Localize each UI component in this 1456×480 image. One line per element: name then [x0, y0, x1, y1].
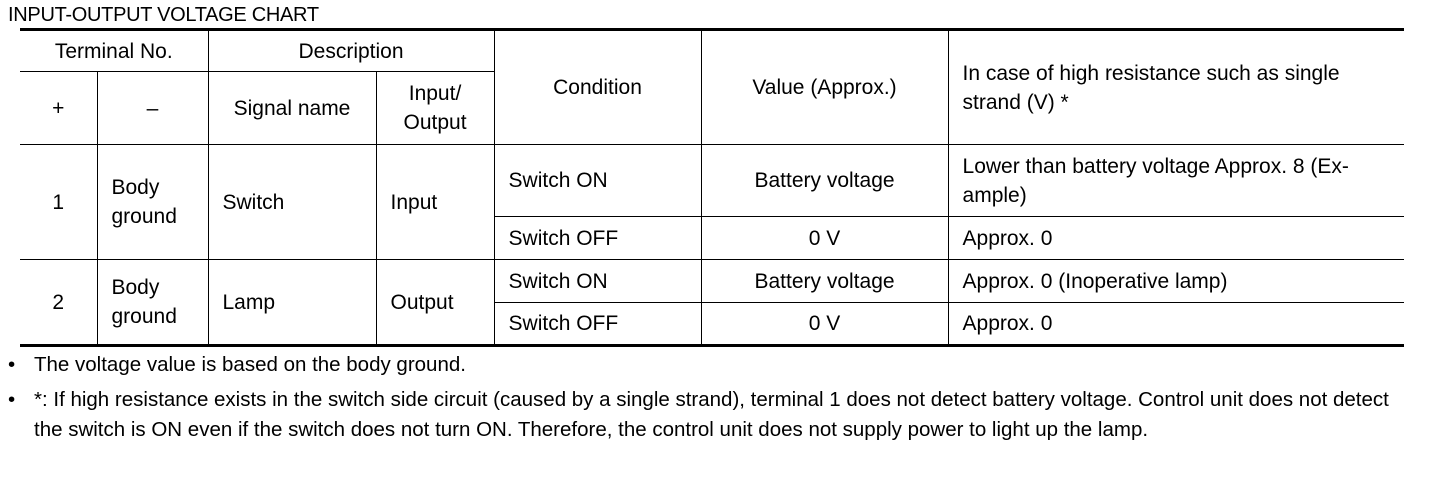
header-high-resistance: In case of high resistance such as singl… — [947, 29, 1405, 145]
value-cell: 0 V — [700, 302, 949, 346]
terminal-minus-cell: Body ground — [96, 144, 209, 260]
header-description: Description — [207, 29, 495, 72]
condition-cell: Switch ON — [493, 259, 702, 303]
input-output-cell: Input — [375, 144, 495, 260]
table-row: 2 Body ground Lamp Output Switch ON Batt… — [20, 259, 1405, 346]
notes-list: • The voltage value is based on the body… — [8, 350, 1420, 450]
signal-name-cell: Switch — [207, 144, 377, 260]
header-plus: + — [20, 71, 98, 145]
high-resistance-cell: Approx. 0 — [947, 216, 1405, 260]
header-input-output: Input/ Output — [375, 71, 495, 145]
header-minus: – — [96, 71, 209, 145]
note-item: • *: If high resistance exists in the sw… — [8, 385, 1420, 446]
terminal-plus-cell: 2 — [20, 259, 98, 346]
note-item: • The voltage value is based on the body… — [8, 350, 1420, 381]
high-resistance-cell: Lower than battery voltage Approx. 8 (Ex… — [947, 144, 1405, 217]
signal-name-cell: Lamp — [207, 259, 377, 346]
high-resistance-cell: Approx. 0 — [947, 302, 1405, 346]
note-text: The voltage value is based on the body g… — [34, 353, 466, 376]
table-row: 1 Body ground Switch Input Switch ON Bat… — [20, 144, 1405, 260]
high-resistance-cell: Approx. 0 (Inoperative lamp) — [947, 259, 1405, 303]
condition-cell: Switch ON — [493, 144, 702, 217]
condition-cell: Switch OFF — [494, 302, 702, 346]
note-text: *: If high resistance exists in the swit… — [34, 387, 1389, 442]
condition-cell: Switch OFF — [494, 216, 702, 260]
header-condition: Condition — [493, 29, 702, 145]
bullet-icon: • — [8, 353, 16, 376]
input-output-cell: Output — [375, 259, 495, 346]
header-value: Value (Approx.) — [700, 29, 949, 145]
terminal-plus-cell: 1 — [20, 144, 98, 260]
bullet-icon: • — [8, 387, 16, 411]
header-signal-name: Signal name — [207, 71, 377, 145]
voltage-chart-table: Terminal No. Description Condition Value… — [20, 28, 1405, 347]
value-cell: 0 V — [700, 216, 949, 260]
terminal-minus-cell: Body ground — [96, 259, 209, 346]
value-cell: Battery voltage — [700, 259, 949, 303]
value-cell: Battery voltage — [700, 144, 949, 217]
header-row-1: Terminal No. Description Condition Value… — [20, 29, 1405, 145]
header-terminal-no: Terminal No. — [20, 29, 209, 72]
chart-title: INPUT-OUTPUT VOLTAGE CHART — [8, 4, 319, 26]
table-row: Switch OFF 0 V Approx. 0 — [20, 302, 1405, 346]
